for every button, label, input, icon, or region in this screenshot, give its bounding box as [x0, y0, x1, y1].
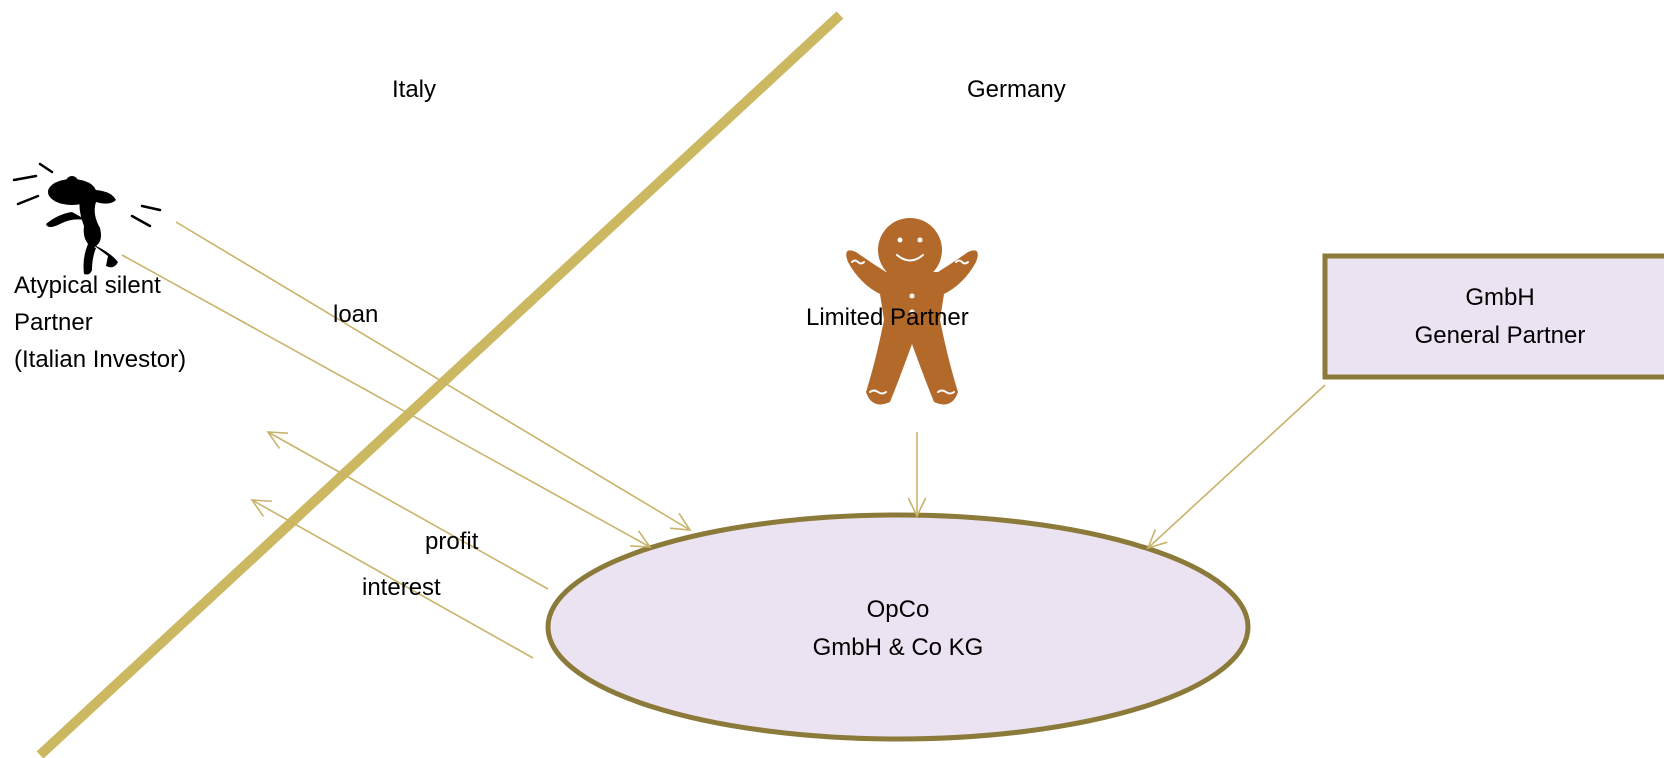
general-partner-box — [1322, 253, 1664, 380]
loan-arrow-head — [670, 512, 692, 531]
capital-arrow — [121, 254, 651, 548]
interest-arrow-head — [250, 499, 273, 517]
general-partner-label-line2: General Partner — [1414, 322, 1586, 349]
interest-arrow — [251, 499, 534, 659]
investor-label-line3: (Italian Investor) — [14, 346, 187, 373]
opco-label-line1: OpCo — [866, 596, 930, 623]
loan-label: loan — [333, 301, 379, 328]
profit-arrow — [267, 431, 549, 590]
opco-ellipse — [545, 512, 1251, 742]
country-label-italy: Italy — [392, 76, 437, 103]
profit-arrow-head — [266, 431, 289, 449]
general-partner-arrow-head — [1146, 529, 1168, 550]
loan-arrow — [175, 221, 691, 531]
profit-label: profit — [425, 528, 479, 555]
interest-label: interest — [362, 574, 441, 601]
country-border-line — [36, 11, 844, 758]
general-partner-arrow — [1147, 384, 1326, 549]
flow-arrows — [121, 221, 1326, 659]
general-partner-label-line1: GmbH — [1465, 284, 1535, 311]
country-label-germany: Germany — [967, 76, 1066, 103]
investor-label-line2: Partner — [14, 309, 93, 336]
limited-partner-label: Limited Partner — [806, 304, 969, 331]
opco-label-line2: GmbH & Co KG — [812, 634, 984, 661]
investor-label-line1: Atypical silent — [14, 272, 161, 299]
limited-partner-arrow-head — [907, 497, 927, 518]
capital-arrow-head — [629, 530, 652, 548]
